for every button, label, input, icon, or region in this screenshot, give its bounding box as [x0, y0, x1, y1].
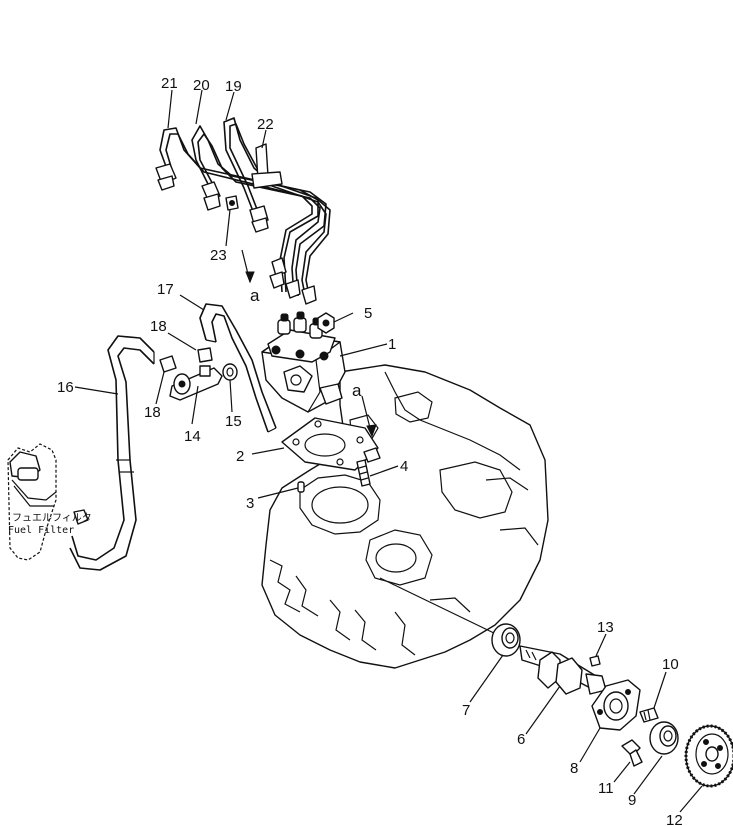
callout-23: 23 — [210, 247, 227, 264]
washer-part-15 — [222, 363, 238, 381]
callout-18-upper: 18 — [150, 318, 167, 335]
callout-2: 2 — [236, 448, 244, 465]
callout-20: 20 — [193, 77, 210, 94]
camshaft-part-6 — [519, 645, 607, 695]
callout-3: 3 — [246, 495, 254, 512]
bearing-part-7 — [491, 623, 521, 657]
fuel-filter-label-japanese: フュエルフィルタ — [12, 512, 92, 524]
callout-4: 4 — [400, 458, 408, 475]
callout-10: 10 — [662, 656, 679, 673]
callout-12: 12 — [666, 812, 683, 826]
callout-17: 17 — [157, 281, 174, 298]
bolt-part-10 — [639, 707, 659, 723]
callout-6: 6 — [517, 731, 525, 748]
clip-part-18a — [197, 347, 213, 363]
stud-part-4 — [356, 447, 381, 487]
injection-pipes — [155, 117, 331, 305]
callout-19: 19 — [225, 78, 242, 95]
callout-labels: 21 20 19 22 23 5 1 17 18 16 18 14 15 2 4… — [57, 75, 683, 826]
bolt-part-11 — [621, 739, 643, 767]
injection-pump-part-1 — [261, 311, 346, 413]
engine-block — [261, 364, 549, 669]
hose-part-16 — [69, 335, 155, 571]
nut-part-5 — [317, 312, 335, 334]
housing-part-8 — [591, 679, 641, 731]
callout-21: 21 — [161, 75, 178, 92]
callout-7: 7 — [462, 702, 470, 719]
callout-18-lower: 18 — [144, 404, 161, 421]
pin-part-3 — [297, 481, 305, 493]
clip-part-18b — [159, 355, 177, 373]
fuel-filter-label-english: Fuel Filter — [8, 525, 74, 536]
bolt-part-23 — [225, 195, 239, 211]
joint-part-14 — [169, 365, 223, 401]
callout-14: 14 — [184, 428, 201, 445]
bearing-part-9 — [649, 721, 679, 755]
key-part-13 — [589, 655, 601, 667]
reference-tag-a-lower: a — [352, 381, 362, 400]
clamp-part-22 — [251, 143, 283, 189]
callout-15: 15 — [225, 413, 242, 430]
callout-16: 16 — [57, 379, 74, 396]
gear-part-12 — [684, 724, 733, 788]
callout-8: 8 — [570, 760, 578, 777]
reference-arrows — [241, 249, 377, 438]
callout-13: 13 — [597, 619, 614, 636]
callout-11: 11 — [598, 780, 614, 797]
callout-9: 9 — [628, 792, 636, 809]
callout-22: 22 — [257, 116, 274, 133]
fuel-filter — [7, 443, 89, 561]
gasket-part-2 — [281, 417, 379, 471]
reference-tag-a-upper: a — [250, 286, 260, 305]
callout-1: 1 — [388, 336, 396, 353]
leader-lines — [74, 89, 703, 813]
hose-part-17 — [199, 303, 277, 433]
callout-5: 5 — [364, 305, 372, 322]
